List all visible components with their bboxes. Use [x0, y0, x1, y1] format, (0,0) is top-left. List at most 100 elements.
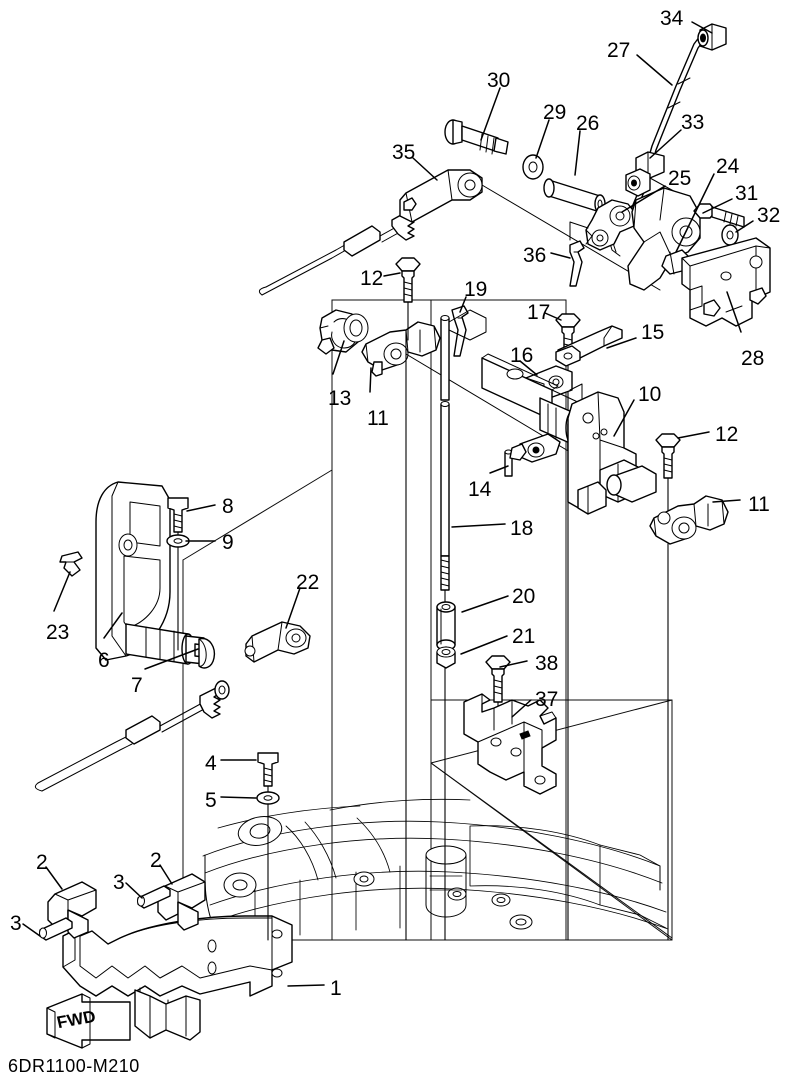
callout-number-5: 5 — [205, 789, 217, 812]
callout-number-10: 10 — [638, 383, 662, 406]
throttle-cable-upper — [258, 197, 420, 296]
callout-number-31: 31 — [735, 182, 759, 205]
callout-number-11: 11 — [748, 493, 770, 516]
part-25-link — [569, 199, 637, 251]
leader-line-31 — [702, 198, 733, 214]
callout-number-17: 17 — [527, 301, 551, 324]
leader-line-17 — [544, 312, 562, 321]
leader-line-23 — [53, 571, 71, 612]
callout-number-13: 13 — [328, 387, 352, 410]
callout-number-11: 11 — [367, 407, 389, 430]
part-21-nut — [436, 646, 456, 669]
leader-line-37 — [511, 699, 532, 718]
leader-line-30 — [480, 87, 501, 141]
part-4-bolt — [257, 752, 279, 941]
leader-line-22 — [285, 587, 301, 629]
callout-number-18: 18 — [510, 517, 534, 540]
leader-line-34 — [691, 21, 713, 34]
leader-line-20 — [461, 595, 509, 613]
leader-line-7 — [144, 648, 199, 670]
callout-number-3: 3 — [10, 912, 22, 935]
leader-line-35 — [412, 157, 438, 181]
part-7-oring — [198, 637, 216, 669]
callout-number-35: 35 — [392, 141, 416, 164]
callout-number-30: 30 — [487, 69, 511, 92]
part-8-screw — [167, 497, 189, 651]
callout-number-38: 38 — [535, 652, 559, 675]
callout-number-8: 8 — [222, 495, 234, 518]
part-3-pin-b — [137, 885, 171, 909]
callout-number-34: 34 — [660, 7, 684, 30]
callout-number-15: 15 — [641, 321, 665, 344]
leader-line-16 — [519, 360, 538, 376]
leader-line-25 — [621, 185, 666, 213]
part-30-bolt — [444, 119, 509, 155]
part-11-joint-right — [649, 495, 729, 941]
callout-number-36: 36 — [523, 244, 547, 267]
callout-number-2: 2 — [150, 849, 162, 872]
fwd-arrow-icon — [46, 993, 131, 1049]
part-6-handle-bracket — [95, 481, 205, 665]
callout-number-27: 27 — [607, 39, 631, 62]
callout-number-33: 33 — [681, 111, 705, 134]
leader-line-18 — [451, 523, 506, 528]
part-10-shift-housing — [567, 391, 657, 515]
leader-line-21 — [460, 635, 508, 655]
document-id-label: 6DR1100-M210 — [8, 1056, 140, 1076]
callout-number-16: 16 — [510, 344, 534, 367]
callout-number-9: 9 — [222, 531, 234, 554]
part-15-strap — [555, 325, 623, 367]
callout-number-4: 4 — [205, 752, 217, 775]
part-29-washer — [522, 154, 544, 180]
callout-number-21: 21 — [512, 625, 536, 648]
leader-line-28 — [726, 291, 742, 333]
engine-lower-unit — [202, 798, 669, 939]
part-37-bracket — [463, 693, 557, 795]
leader-line-13 — [332, 340, 345, 375]
callout-number-3: 3 — [113, 871, 125, 894]
leader-line-29 — [535, 119, 550, 159]
leader-line-2 — [159, 864, 173, 885]
callout-number-37: 37 — [535, 688, 559, 711]
callout-number-20: 20 — [512, 585, 536, 608]
part-2-mount-b — [157, 873, 206, 931]
part-33-link — [625, 151, 691, 201]
part-36-cotter-pin — [569, 240, 585, 287]
part-20-collar — [436, 601, 456, 651]
callout-number-25: 25 — [668, 167, 692, 190]
callout-number-7: 7 — [131, 674, 143, 697]
leader-line-26 — [574, 130, 581, 176]
callout-number-23: 23 — [46, 621, 70, 644]
part-1-bracket — [62, 915, 293, 1041]
leader-line-3 — [125, 882, 143, 899]
leader-line-8 — [186, 504, 216, 512]
callout-number-28: 28 — [741, 347, 765, 370]
part-12-bolt-right — [655, 433, 681, 517]
part-32-washer — [721, 224, 739, 246]
leader-line-1 — [287, 984, 325, 987]
leader-line-10 — [613, 399, 635, 437]
leader-line-2 — [45, 866, 63, 890]
part-18-rod — [440, 309, 487, 941]
callout-number-19: 19 — [464, 278, 488, 301]
part-31-bolt — [693, 203, 745, 228]
part-23-clip — [59, 551, 83, 577]
leader-line-36 — [550, 252, 571, 259]
callout-number-22: 22 — [296, 571, 320, 594]
callout-number-14: 14 — [468, 478, 492, 501]
part-22-link — [244, 621, 311, 663]
leader-line-14 — [489, 465, 509, 474]
leader-line-38 — [499, 660, 528, 668]
leader-line-32 — [735, 220, 754, 233]
leader-line-12 — [383, 272, 401, 277]
part-5-washer — [256, 791, 280, 805]
part-28-bracket — [681, 237, 771, 327]
callout-number-32: 32 — [757, 204, 781, 227]
leader-line-11 — [712, 499, 741, 503]
callout-number-12: 12 — [715, 423, 739, 446]
callout-number-12: 12 — [360, 267, 384, 290]
part-19-cotter-pin — [451, 305, 469, 357]
leader-line-27 — [636, 54, 673, 86]
part-26-spacer — [543, 178, 606, 214]
